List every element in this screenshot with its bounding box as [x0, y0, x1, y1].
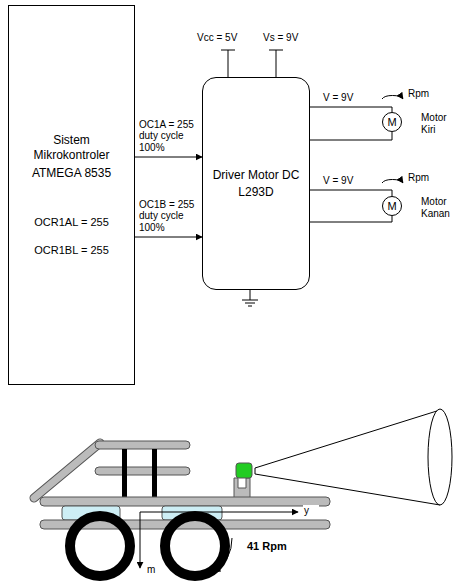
- connector: [135, 237, 202, 238]
- axis-label: y: [303, 505, 319, 517]
- node-text: Sistem Mikrokontroler: [17, 133, 127, 162]
- robot-illustration: [34, 409, 452, 576]
- rpm-label: Rpm: [407, 88, 439, 100]
- connector: [135, 157, 202, 158]
- supply-label: Vs = 9V: [262, 32, 324, 44]
- edge-label: V = 9V: [322, 92, 380, 104]
- node-text: M: [387, 117, 396, 128]
- node-text: OCR1BL = 255: [34, 244, 109, 257]
- edge-label: OC1A = 255 duty cycle 100%: [138, 119, 202, 154]
- axis-label: m: [146, 564, 162, 576]
- motor-symbol: M: [382, 196, 402, 216]
- motor-name: Motor Kanan: [420, 196, 462, 219]
- speed-label: 41 Rpm: [246, 540, 308, 553]
- connector: [310, 107, 392, 112]
- node-text: M: [387, 201, 396, 212]
- edge-label: V = 9V: [322, 175, 380, 187]
- driver-box: Driver Motor DC L293D: [202, 77, 310, 290]
- rpm-label: Rpm: [407, 172, 439, 184]
- edge-label: OC1B = 255 duty cycle 100%: [138, 199, 202, 234]
- node-text: ATMEGA 8535: [32, 166, 111, 180]
- node-text: OCR1AL = 255: [34, 216, 109, 229]
- motor-symbol: M: [382, 112, 402, 132]
- microcontroller-box: Sistem MikrokontrolerATMEGA 8535OCR1AL =…: [8, 5, 135, 385]
- node-text: Driver Motor DC: [213, 168, 300, 182]
- motor-name: Motor Kiri: [420, 112, 462, 135]
- supply-label: Vcc = 5V: [196, 32, 268, 44]
- connector: [310, 190, 392, 196]
- node-text: L293D: [238, 185, 273, 199]
